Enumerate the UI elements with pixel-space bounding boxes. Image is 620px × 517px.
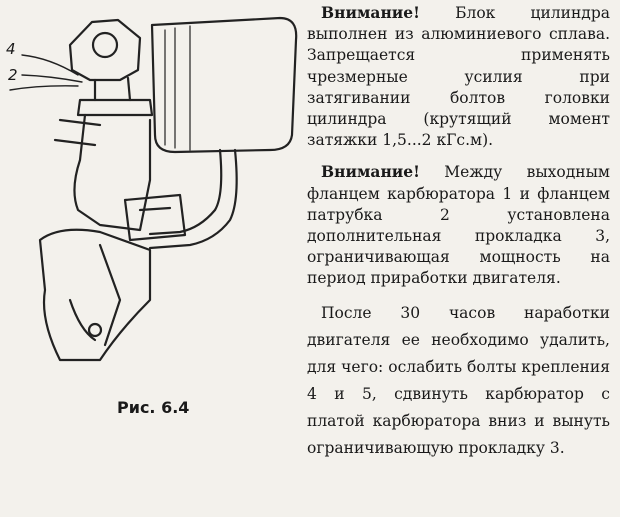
callout-2: 2 <box>8 66 18 84</box>
figure-caption: Рис. 6.4 <box>117 398 190 417</box>
engine-drawing <box>9 16 298 362</box>
engine-figure: 4 2 <box>0 0 300 400</box>
paragraph-3-body: После 30 часов наработки двигателя ее не… <box>307 303 610 457</box>
text-column: Внимание! Блок цилиндра выполнен из алюм… <box>307 2 610 472</box>
paragraph-2: Внимание! Между выходным фланцем карбюра… <box>307 161 610 289</box>
callout-4: 4 <box>6 40 16 58</box>
paragraph-1-body: Блок цилиндра выполнен из алюминиевого с… <box>307 4 610 150</box>
paragraph-1: Внимание! Блок цилиндра выполнен из алюм… <box>307 2 610 151</box>
warning-label-2: Внимание! <box>321 162 420 182</box>
paragraph-3: После 30 часов наработки двигателя ее не… <box>307 300 610 462</box>
paragraph-2-body: Между выходным фланцем карбюратора 1 и ф… <box>307 163 610 288</box>
warning-label-1: Внимание! <box>321 3 420 22</box>
